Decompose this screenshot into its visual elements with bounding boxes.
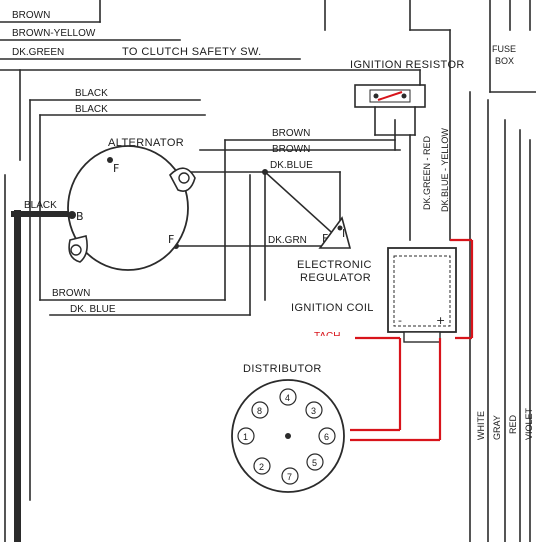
wire-label-black-left: BLACK: [24, 200, 57, 211]
cap-terminal-6: 6: [318, 427, 336, 445]
wire-label-brown-low: BROWN: [52, 288, 90, 299]
electronic-regulator: [318, 216, 352, 249]
cap-terminal-2: 2: [253, 457, 271, 475]
wire-label-gray: GRAY: [492, 415, 502, 440]
tach-wiring: [340, 238, 474, 442]
top-wire-harness: [0, 0, 451, 161]
regulator-terminal-f: F: [322, 232, 328, 245]
wire-label-brown-top: BROWN: [12, 10, 50, 21]
svg-text:6: 6: [324, 432, 329, 442]
regulator-label-line1: ELECTRONIC: [297, 259, 372, 271]
wire-label-to-clutch: TO CLUTCH SAFETY SW.: [122, 46, 262, 58]
wire-label-black-1: BLACK: [75, 88, 108, 99]
cap-terminal-7: 7: [281, 467, 299, 485]
svg-text:7: 7: [287, 472, 292, 482]
fuse-box-label-line1: FUSE: [492, 44, 516, 54]
svg-text:8: 8: [257, 406, 262, 416]
cap-terminal-1: 1: [237, 427, 255, 445]
distributor-cap-terminals: 1 2 3 4 5 6 7 8: [237, 388, 336, 485]
fuse-box-label-line2: BOX: [495, 56, 514, 66]
left-wire-bundle: [4, 99, 251, 542]
ignition-resistor-label: IGNITION RESISTOR: [350, 59, 465, 71]
wire-label-dk-grn: DK.GRN: [268, 235, 307, 246]
wire-label-dk-blue-low: DK. BLUE: [70, 304, 116, 315]
ignition-coil: [387, 247, 457, 343]
wire-label-violet: VIOLET: [524, 407, 534, 440]
black-battery-cable: [14, 210, 21, 542]
wire-label-brown-2: BROWN: [272, 144, 310, 155]
svg-text:4: 4: [285, 393, 290, 403]
wire-label-dk-blue-1: DK.BLUE: [270, 160, 313, 171]
alternator: [67, 145, 196, 271]
alternator-terminal-f-top: F: [113, 162, 119, 175]
cap-terminal-5: 5: [306, 453, 324, 471]
svg-text:2: 2: [259, 462, 264, 472]
svg-text:1: 1: [243, 432, 248, 442]
alternator-terminal-b: B: [76, 210, 84, 223]
coil-terminal-minus: -: [398, 314, 402, 327]
ignition-resistor: [354, 29, 451, 241]
cap-terminal-8: 8: [251, 401, 269, 419]
svg-text:5: 5: [312, 458, 317, 468]
cap-terminal-4: 4: [279, 388, 297, 406]
cap-terminal-3: 3: [305, 401, 323, 419]
wire-label-dk-blue-yellow: DK.BLUE - YELLOW: [440, 128, 450, 212]
wire-label-brown-1: BROWN: [272, 128, 310, 139]
distributor-label: DISTRIBUTOR: [243, 363, 322, 375]
wire-label-dk-green-top: DK.GREEN: [12, 47, 64, 58]
ignition-coil-label: IGNITION COIL: [291, 302, 374, 314]
alternator-terminal-f-right: F: [168, 233, 174, 246]
wire-label-black-2: BLACK: [75, 104, 108, 115]
right-wire-bundle: [469, 0, 536, 542]
svg-text:3: 3: [311, 406, 316, 416]
wire-label-red: RED: [508, 414, 518, 434]
regulator-terminal-i: I: [342, 227, 345, 240]
wire-label-brown-yellow: BROWN-YELLOW: [12, 28, 96, 39]
wire-label-dk-green-red: DK.GREEN - RED: [422, 135, 432, 210]
wire-label-white: WHITE: [476, 411, 486, 440]
regulator-label-line2: REGULATOR: [300, 272, 371, 284]
coil-terminal-plus: +: [436, 314, 445, 327]
alternator-label: ALTERNATOR: [108, 137, 184, 149]
